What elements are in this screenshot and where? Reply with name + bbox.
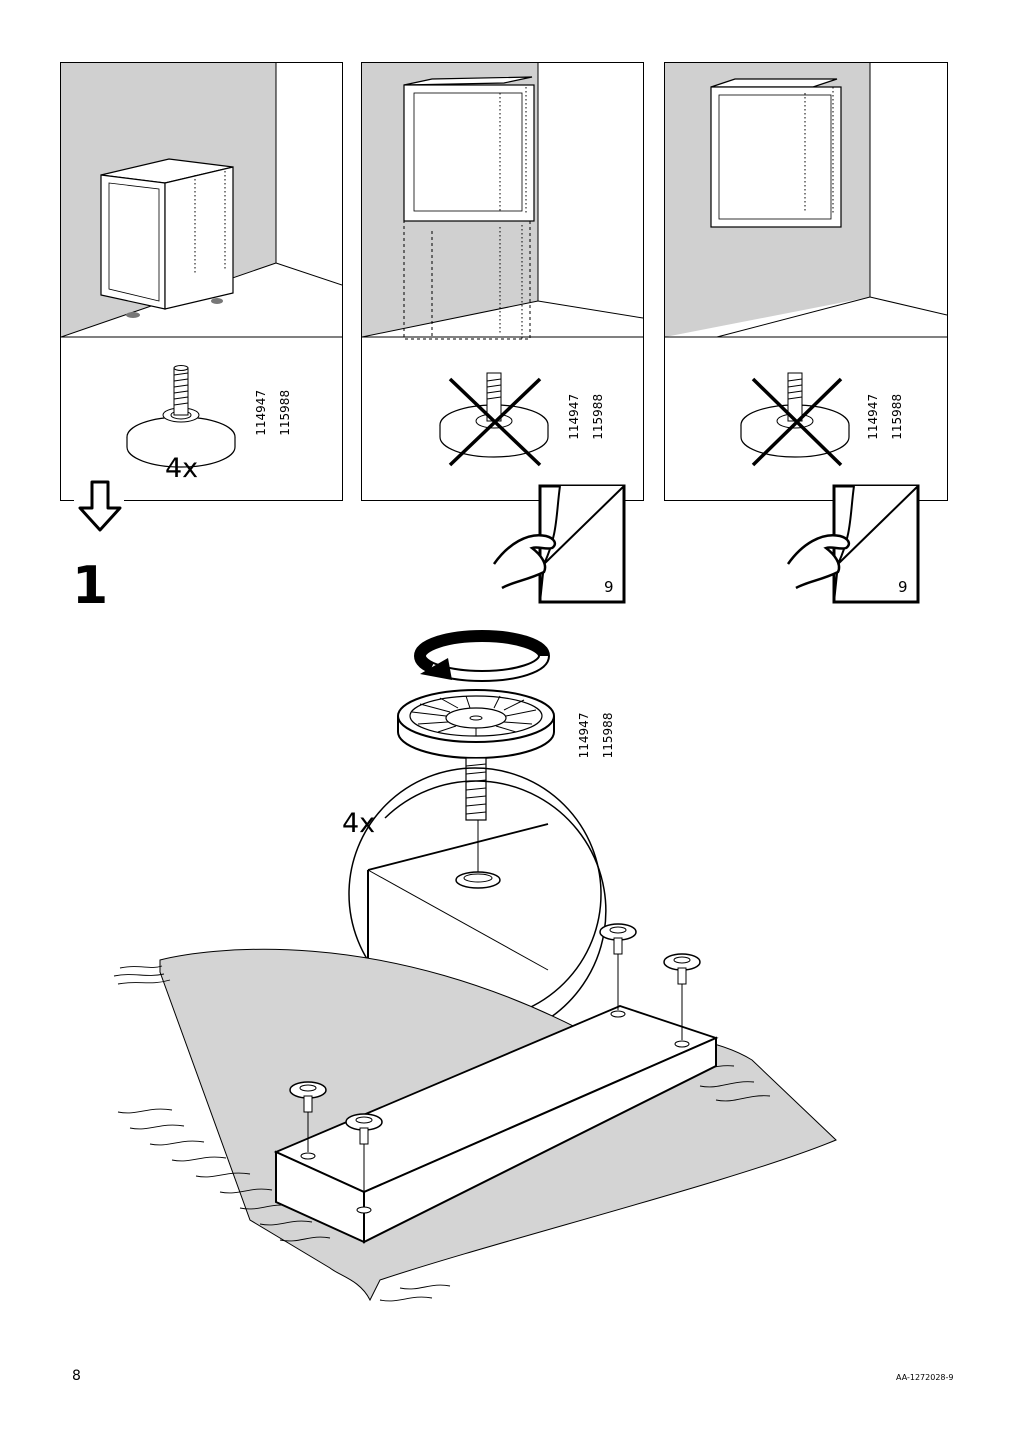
prohibited-cross-icon bbox=[448, 377, 542, 467]
foot-small-icon bbox=[599, 923, 637, 1010]
down-arrow-icon bbox=[74, 478, 124, 532]
adjustable-foot-icon bbox=[397, 689, 555, 876]
part-number-1: 114947 bbox=[254, 389, 268, 436]
part-number-2: 115988 bbox=[278, 389, 292, 436]
foot-small-icon bbox=[345, 1113, 383, 1206]
step-number: 1 bbox=[72, 556, 109, 616]
foot-small-icon bbox=[663, 953, 701, 1040]
part-number-1: 114947 bbox=[577, 712, 591, 759]
detail-part-number-label: 114947 115988 bbox=[566, 712, 615, 766]
panel-wall-mounted: 114947 115988 bbox=[664, 62, 948, 501]
turn-page-reference-1: 9 bbox=[488, 484, 628, 606]
turn-page-icon bbox=[492, 484, 626, 604]
part-number-2: 115988 bbox=[591, 393, 605, 440]
panel-stacked: 114947 115988 bbox=[361, 62, 644, 501]
page-number: 8 bbox=[72, 1368, 81, 1384]
page-reference: 9 bbox=[898, 578, 908, 596]
turn-page-icon bbox=[786, 484, 920, 604]
page-reference: 9 bbox=[604, 578, 614, 596]
panel-floor-standing: 114947 115988 4x bbox=[60, 62, 343, 501]
adjustable-foot-icon bbox=[126, 365, 236, 468]
part-number-1: 114947 bbox=[567, 393, 581, 440]
part-number-2: 115988 bbox=[601, 712, 615, 759]
turn-page-reference-2: 9 bbox=[782, 484, 922, 606]
rotate-arrow-icon bbox=[414, 630, 550, 682]
quantity-label: 4x bbox=[165, 453, 199, 484]
panel-illustration bbox=[61, 63, 342, 468]
part-number-label: 114947 115988 bbox=[556, 394, 616, 455]
part-number-label: 114947 115988 bbox=[243, 390, 303, 451]
panel-illustration bbox=[362, 63, 643, 467]
document-id: AA-1272028-9 bbox=[896, 1373, 954, 1382]
part-number-label: 114947 115988 bbox=[855, 394, 915, 455]
assembly-illustration bbox=[113, 630, 837, 1302]
part-number-2: 115988 bbox=[890, 393, 904, 440]
detail-quantity-label: 4x bbox=[342, 808, 376, 839]
foot-small-icon bbox=[289, 1081, 327, 1152]
prohibited-cross-icon bbox=[751, 377, 843, 467]
panel-illustration bbox=[665, 63, 947, 467]
part-number-1: 114947 bbox=[866, 393, 880, 440]
